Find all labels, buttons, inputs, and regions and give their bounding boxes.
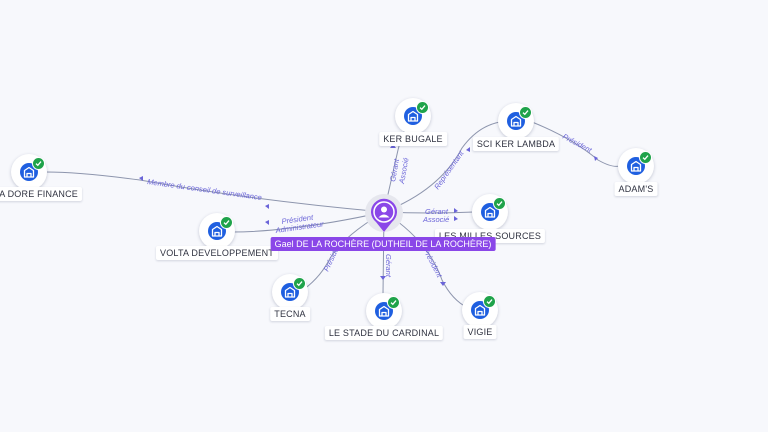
company-node-les-milles-sources[interactable] <box>472 194 508 230</box>
verified-check-icon <box>416 101 429 114</box>
node-label[interactable]: LA DORE FINANCE <box>0 187 83 201</box>
arrow-marker <box>139 176 143 181</box>
verified-check-icon <box>519 106 532 119</box>
role-label: Gérant <box>425 207 449 216</box>
company-node-volta-developpement[interactable] <box>199 213 235 249</box>
verified-check-icon <box>32 157 45 170</box>
arrow-marker <box>466 147 470 152</box>
role-label: Président <box>281 213 315 226</box>
role-label: Président <box>421 247 444 280</box>
edge-la-dore-finance <box>45 171 385 213</box>
person-label[interactable]: Gael DE LA ROCHÈRE (DUTHEIL DE LA ROCHÈR… <box>270 237 496 251</box>
edge-tecna <box>299 211 385 293</box>
role-label: Président <box>561 132 594 155</box>
company-node-sci-ker-lambda[interactable] <box>498 103 534 139</box>
arrow-marker <box>440 282 446 286</box>
company-node-ker-bugale[interactable] <box>395 98 431 134</box>
edge-vigie <box>383 211 469 309</box>
arrow-marker <box>454 216 458 221</box>
verified-check-icon <box>493 197 506 210</box>
role-label: Membre du conseil de surveillance <box>147 177 263 202</box>
verified-check-icon <box>483 295 496 308</box>
node-label[interactable]: VIGIE <box>463 325 497 339</box>
arrow-marker <box>265 220 269 225</box>
node-label[interactable]: SCI KER LAMBDA <box>472 137 560 151</box>
role-label: Représentant <box>432 148 466 191</box>
node-label[interactable]: TECNA <box>270 307 310 321</box>
person-pin-icon <box>371 198 397 232</box>
person-node[interactable] <box>365 194 403 232</box>
node-label[interactable]: VOLTA DEVELOPPEMENT <box>156 246 278 260</box>
role-label: Gérant <box>388 157 401 182</box>
verified-check-icon <box>639 151 652 164</box>
company-node-adams[interactable] <box>618 148 654 184</box>
company-node-la-dore-finance[interactable] <box>11 154 47 190</box>
edge-sci-ker-lambda <box>383 121 501 213</box>
company-node-vigie[interactable] <box>462 292 498 328</box>
arrow-marker <box>380 276 386 280</box>
role-label: Associé <box>422 215 449 224</box>
arrow-marker <box>265 204 269 209</box>
verified-check-icon <box>293 277 306 290</box>
arrow-marker <box>594 156 598 161</box>
node-label[interactable]: LE STADE DU CARDINAL <box>324 326 444 340</box>
company-node-le-stade-du-cardinal[interactable] <box>366 293 402 329</box>
verified-check-icon <box>220 216 233 229</box>
edge-adams <box>531 121 621 167</box>
company-node-tecna[interactable] <box>272 274 308 310</box>
node-label[interactable]: ADAM'S <box>614 182 658 196</box>
edge-volta-developpement <box>231 211 385 233</box>
node-label[interactable]: KER BUGALE <box>379 132 447 146</box>
arrow-marker <box>390 144 396 148</box>
arrow-marker <box>454 208 458 213</box>
verified-check-icon <box>387 296 400 309</box>
role-label: Gérant <box>384 254 393 278</box>
